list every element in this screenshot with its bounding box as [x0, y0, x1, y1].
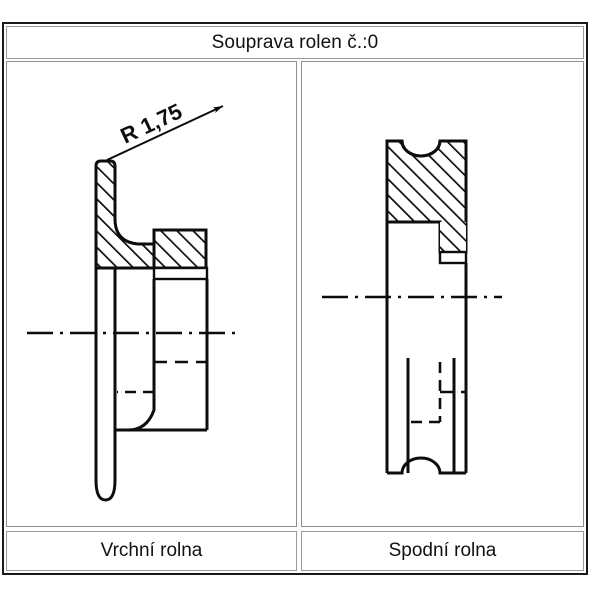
upper-roller-drawing: R 1,75	[27, 98, 239, 502]
step-band	[438, 250, 468, 265]
radius-leader-line	[106, 105, 224, 161]
drawing-panel-upper-roller: R 1,75	[6, 61, 297, 527]
body-outline-upper	[385, 139, 468, 254]
radius-dimension-text: R 1,75	[117, 98, 186, 148]
caption-cell-lower-roller: Spodní rolna	[301, 531, 584, 571]
bottom-edge-with-notch	[387, 456, 466, 475]
page-title: Souprava rolen č.:0	[211, 31, 379, 53]
web-section-hatched	[152, 228, 208, 270]
drawing-panel-lower-roller	[301, 61, 584, 527]
caption-upper-roller: Vrchní rolna	[100, 540, 203, 561]
title-cell: Souprava rolen č.:0	[6, 26, 584, 59]
caption-lower-roller: Spodní rolna	[388, 540, 497, 561]
radius-value-label: R 1,75	[117, 98, 186, 148]
flange-section-hatched	[94, 159, 208, 270]
lower-roller-drawing	[322, 139, 502, 475]
caption-cell-upper-roller: Vrchní rolna	[6, 531, 297, 571]
step-band	[152, 266, 209, 281]
body-right-hatch-extension	[440, 222, 466, 252]
rim-rounded-end	[94, 479, 117, 502]
hub-fillet-transition	[115, 392, 156, 432]
